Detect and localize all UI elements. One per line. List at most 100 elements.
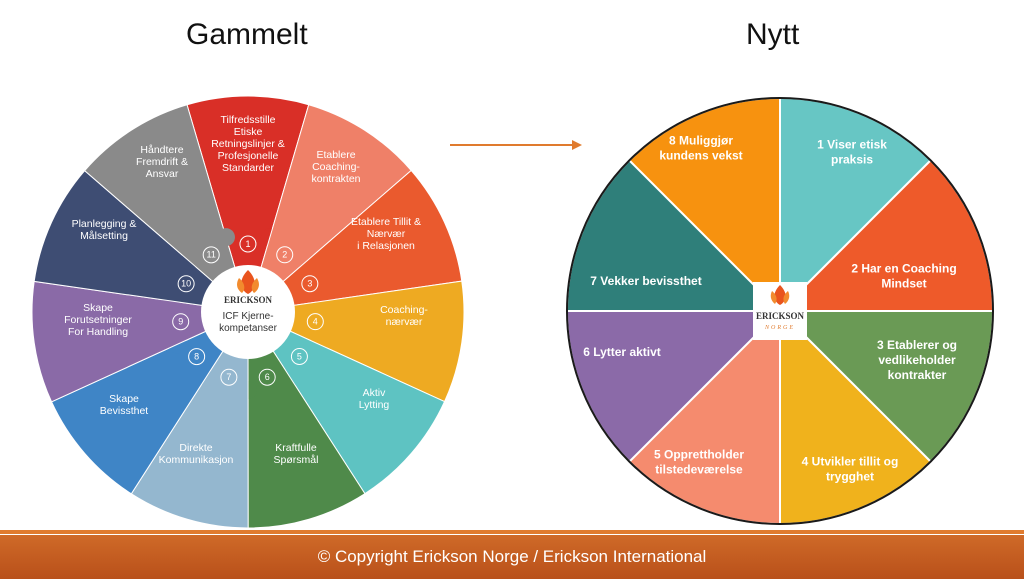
old-segment-11 <box>83 104 249 314</box>
old-center-label-line: kompetanser <box>219 323 277 334</box>
number-badge <box>188 348 206 366</box>
new-segment-label-2-line: Mindset <box>881 277 926 291</box>
old-segment-label-1-line: Profesjonelle <box>218 150 279 162</box>
new-segment-label-4-line: trygghet <box>826 470 874 484</box>
new-segment-label-4-line: 4 Utvikler tillit og <box>802 455 899 469</box>
old-segment-label-5-line: Lytting <box>359 399 390 411</box>
old-segment-label-9-line: Skape <box>83 302 113 314</box>
number-badge <box>220 368 238 386</box>
new-segment-label-7: 7 Vekker bevissthet <box>590 274 701 288</box>
number-badge <box>276 246 294 264</box>
new-segment-label-7-line: 7 Vekker bevissthet <box>590 274 701 288</box>
new-segment-label-6: 6 Lytter aktivt <box>583 345 661 359</box>
number-badge <box>290 347 308 365</box>
old-segment-label-10-line: Planlegging & <box>72 218 137 230</box>
old-segment-7 <box>130 310 249 529</box>
arrow-head-icon <box>572 140 582 150</box>
copyright-footer: © Copyright Erickson Norge / Erickson In… <box>0 535 1024 579</box>
old-segment-label-11-line: Ansvar <box>146 168 179 180</box>
old-segment-label-4-line: Coaching- <box>380 304 428 316</box>
old-segment-3 <box>246 169 463 313</box>
new-segment-label-6-line: 6 Lytter aktivt <box>583 345 661 359</box>
number-badge <box>258 368 276 386</box>
number-badge-label: 4 <box>313 317 318 327</box>
old-segment-label-2-line: Etablere <box>316 149 355 161</box>
old-segment-label-3-line: Nærvær <box>367 228 406 240</box>
number-badge-label: 6 <box>265 372 270 382</box>
new-wheel-outline <box>566 97 994 525</box>
new-segment-label-3-line: vedlikeholder <box>878 353 956 367</box>
number-badge-label: 9 <box>178 317 183 327</box>
old-segment-6 <box>247 310 366 529</box>
number-badge-label: 8 <box>194 351 199 361</box>
old-wheel-center <box>201 265 295 359</box>
number-badge <box>306 313 324 331</box>
old-segment-10 <box>33 169 250 313</box>
puzzle-nub <box>216 228 235 247</box>
old-segment-label-2-line: kontrakten <box>311 173 360 185</box>
old-segment-label-6-line: Kraftfulle <box>275 442 317 454</box>
old-segment-label-3-line: i Relasjonen <box>357 240 415 252</box>
old-segment-label-10: Planlegging &Målsetting <box>72 218 137 242</box>
number-badge <box>239 235 257 253</box>
new-segment-label-1-line: praksis <box>831 153 873 167</box>
number-badge-label: 1 <box>245 239 250 249</box>
old-segment-label-3-line: Etablere Tillit & <box>351 216 421 228</box>
number-badge <box>177 275 195 293</box>
new-segment-label-8-line: kundens vekst <box>659 149 742 163</box>
old-segment-label-7-line: Direkte <box>179 442 212 454</box>
number-badge-label: 11 <box>207 250 216 260</box>
title-gammelt: Gammelt <box>186 18 308 51</box>
old-segment-label-9-line: Forutsetninger <box>64 314 132 326</box>
number-badge <box>172 313 190 331</box>
old-segment-8 <box>50 310 250 495</box>
old-segment-label-9-line: For Handling <box>68 326 128 338</box>
old-segment-2 <box>247 104 412 314</box>
old-segment-1 <box>186 95 310 314</box>
old-center-label-line: ICF Kjerne- <box>222 311 273 322</box>
old-segment-label-2-line: Coaching- <box>312 161 360 173</box>
old-segment-label-1-line: Retningslinjer & <box>211 138 285 150</box>
number-badge-label: 7 <box>226 372 231 382</box>
new-segment-label-3-line: 3 Etablerer og <box>877 338 957 352</box>
number-badge-label: 10 <box>181 279 191 289</box>
old-segment-label-8-line: Skape <box>109 393 139 405</box>
new-segment-label-1-line: 1 Viser etisk <box>817 138 887 152</box>
old-segment-9 <box>31 280 250 403</box>
flame-logo-icon <box>770 285 790 305</box>
new-segment-label-5-line: tilstedeværelse <box>655 463 743 477</box>
old-segment-label-5-line: Aktiv <box>363 387 387 399</box>
number-badge-label: 3 <box>307 279 312 289</box>
old-segment-label-8-line: Bevissthet <box>100 405 149 417</box>
old-segment-label-7-line: Kommunikasjon <box>159 454 234 466</box>
title-nytt: Nytt <box>746 18 800 51</box>
number-badge-label: 2 <box>282 250 287 260</box>
number-badge-label: 5 <box>297 351 302 361</box>
new-segment-label-3-line: kontrakter <box>888 368 947 382</box>
old-segment-label-4-line: nærvær <box>386 316 423 328</box>
old-segment-label-1-line: Etiske <box>234 126 263 138</box>
footer-accent-line <box>0 530 1024 534</box>
old-segment-5 <box>246 310 446 495</box>
new-segment-label-5-line: 5 Opprettholder <box>654 448 744 462</box>
old-segment-label-4: Coaching-nærvær <box>380 304 428 328</box>
old-segment-label-10-line: Målsetting <box>80 230 128 242</box>
new-logo-text: ERICKSON <box>756 311 805 321</box>
old-segment-4 <box>246 280 465 403</box>
